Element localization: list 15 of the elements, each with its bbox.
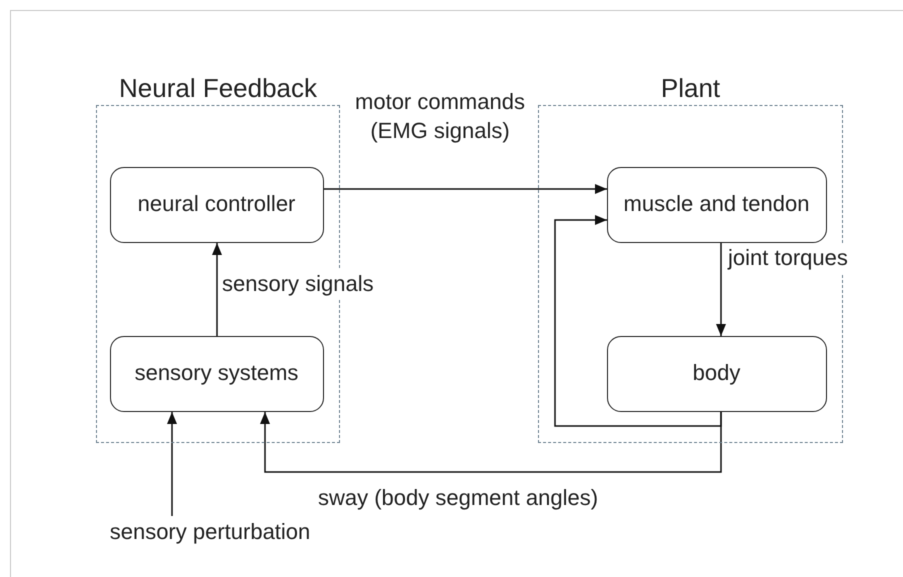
arrow <box>554 215 722 427</box>
edge-label: sensory signals <box>222 270 374 299</box>
process-box: muscle and tendon <box>606 166 826 242</box>
arrow <box>260 412 722 473</box>
process-box: sensory systems <box>110 336 324 412</box>
input-label: sensory perturbation <box>110 519 310 545</box>
edge-label: joint torques <box>728 244 848 273</box>
arrow <box>212 243 222 336</box>
process-box: neural controller <box>110 166 324 242</box>
group-title: Plant <box>660 74 720 104</box>
process-box: body <box>606 336 826 412</box>
arrow <box>167 412 177 516</box>
arrow <box>324 184 607 194</box>
arrow <box>716 243 726 336</box>
group-title: Neural Feedback <box>119 74 317 104</box>
